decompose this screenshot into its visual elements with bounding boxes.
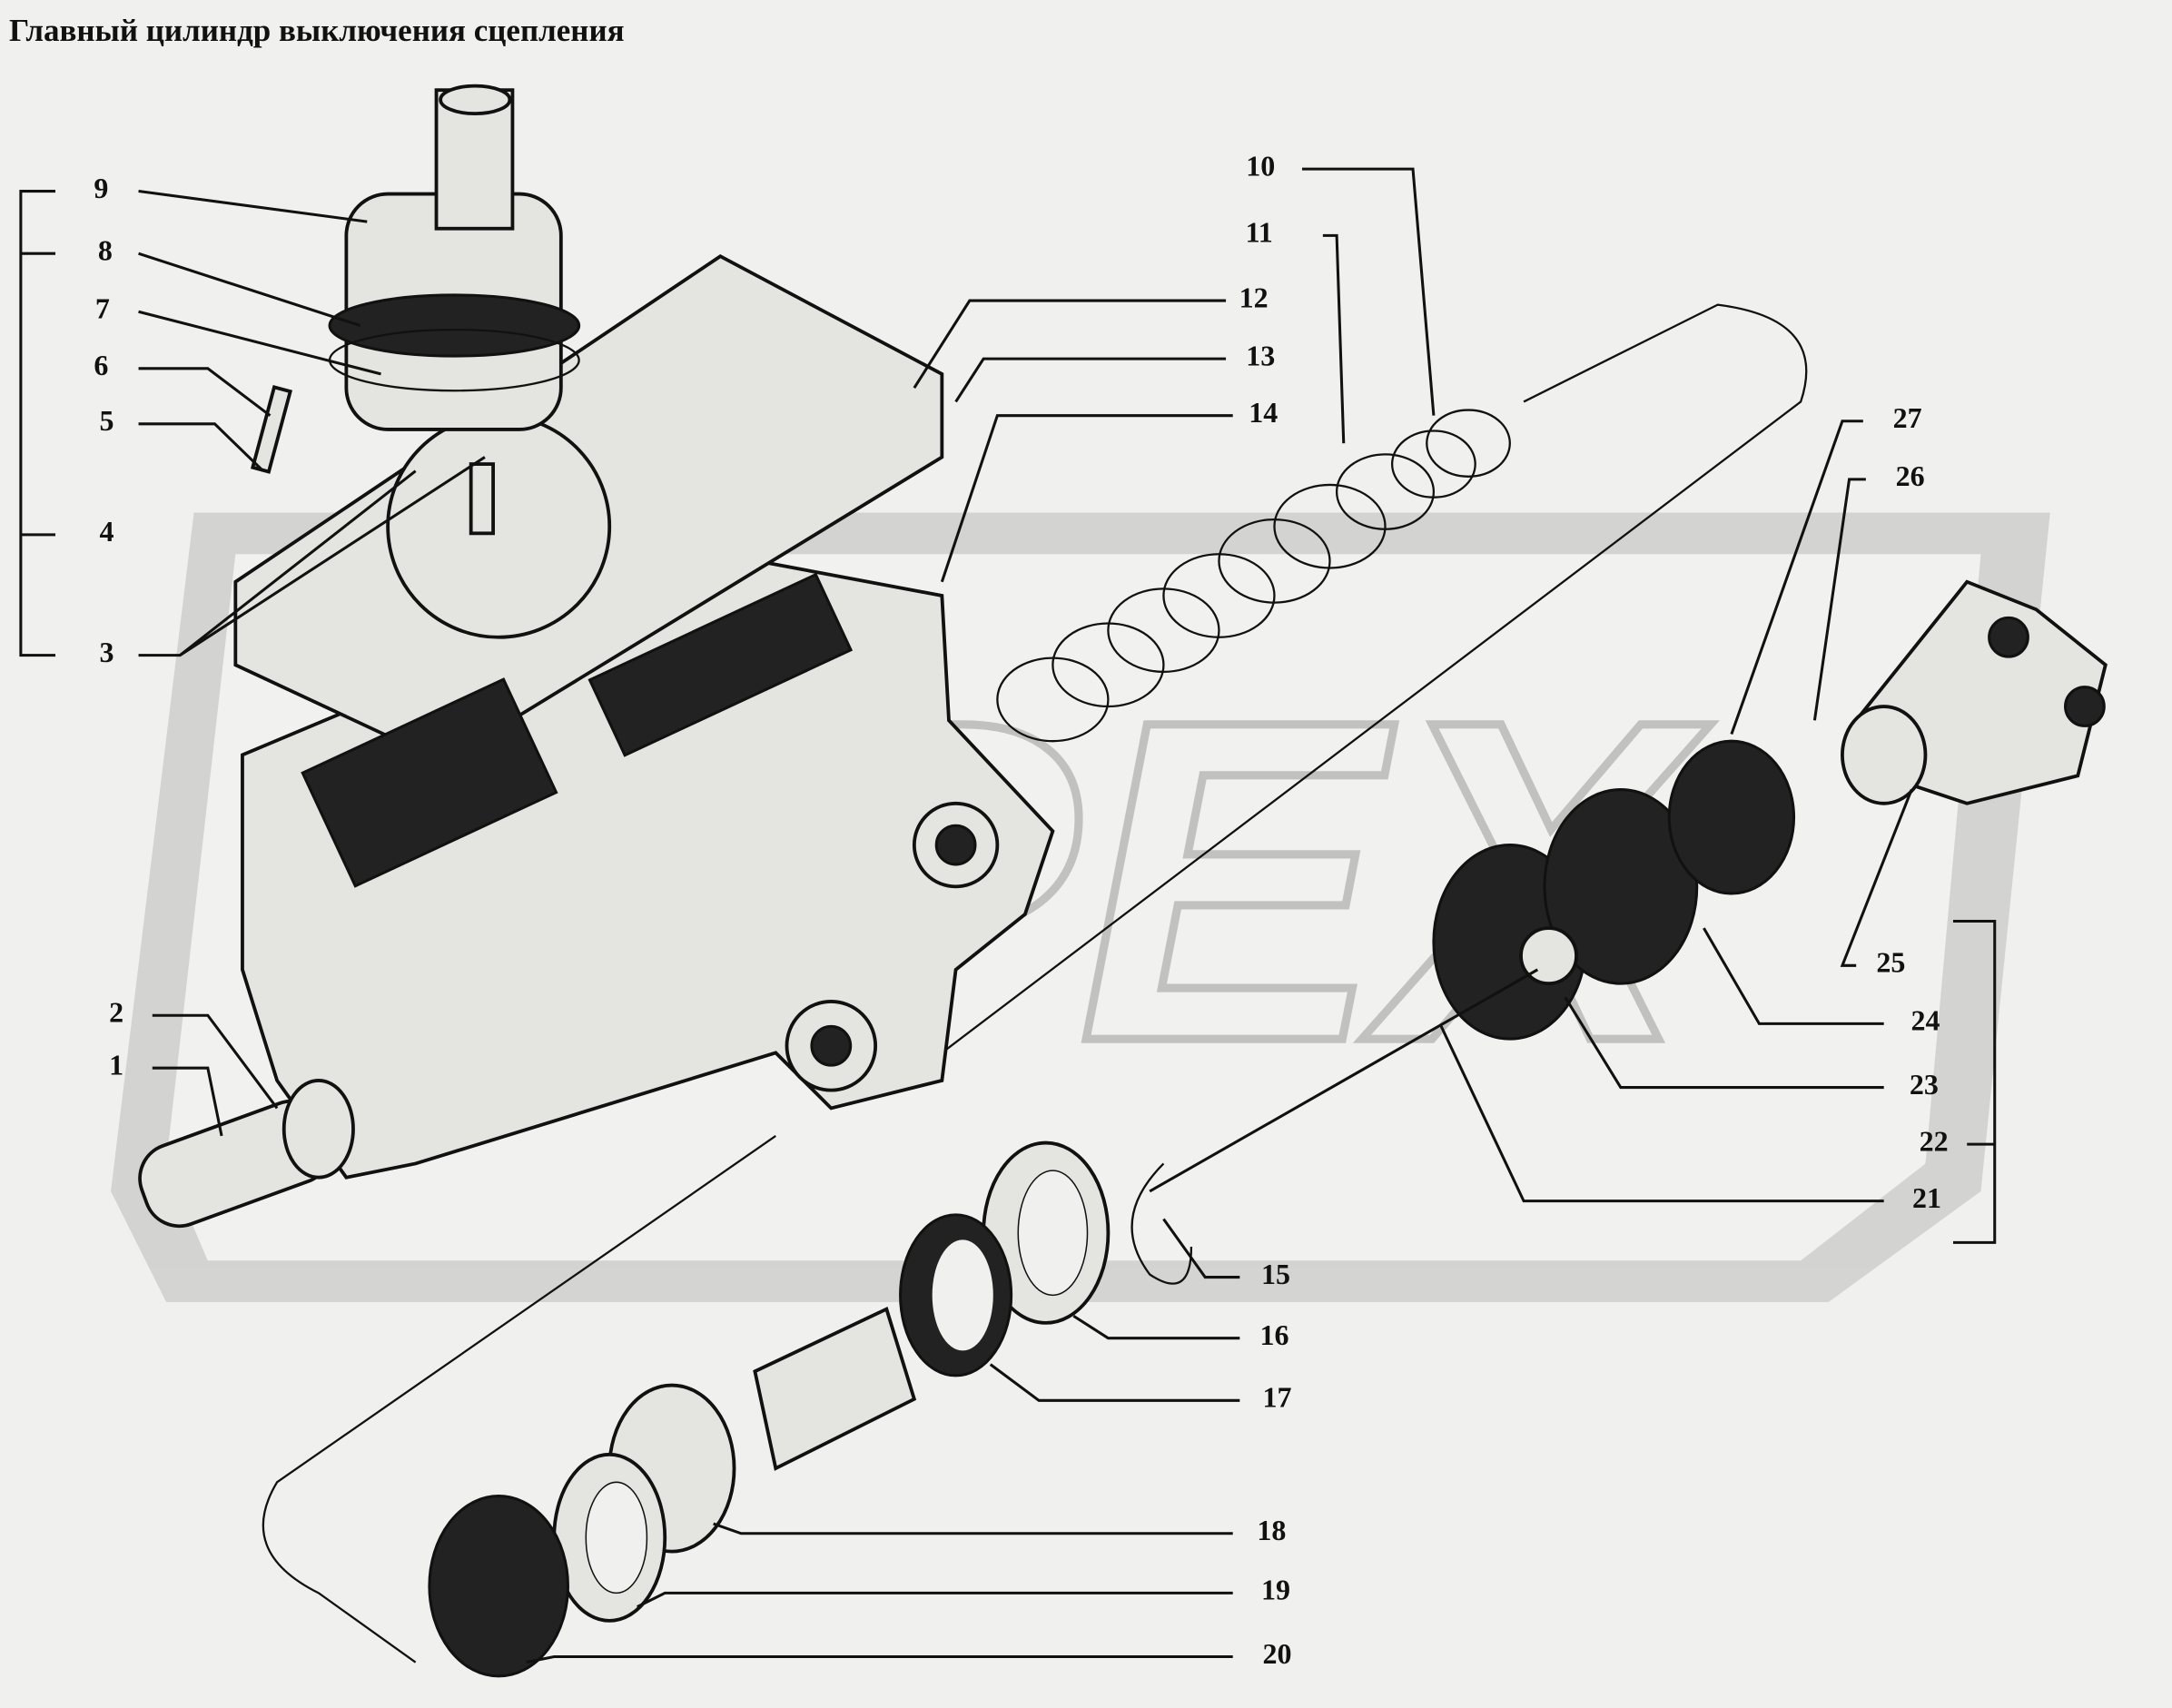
callout-20: 20 (1263, 1637, 1292, 1670)
callout-22: 22 (1920, 1124, 1949, 1157)
callout-12: 12 (1239, 281, 1269, 313)
callout-5: 5 (99, 404, 114, 437)
callout-17: 17 (1263, 1381, 1292, 1414)
callout-15: 15 (1261, 1258, 1290, 1290)
callout-16: 16 (1259, 1318, 1288, 1351)
callout-6: 6 (94, 349, 108, 381)
leader-lines (19, 167, 1997, 1664)
callout-18: 18 (1257, 1514, 1286, 1546)
outlet-fitting (138, 1079, 355, 1229)
callout-7: 7 (95, 292, 110, 325)
piston-assembly (428, 1140, 1193, 1678)
callout-10: 10 (1246, 149, 1275, 182)
bolt (250, 385, 293, 474)
callout-14: 14 (1249, 396, 1278, 429)
dust-boot-and-clevis (1149, 579, 2108, 1193)
callout-27: 27 (1893, 401, 1922, 434)
callout-8: 8 (98, 234, 113, 267)
callout-19: 19 (1261, 1574, 1290, 1606)
cylinder-outline (262, 303, 1808, 1664)
reservoir-cap (328, 84, 581, 431)
callout-24: 24 (1910, 1004, 1940, 1037)
callout-4: 4 (99, 515, 114, 548)
callout-13: 13 (1246, 339, 1275, 371)
callout-3: 3 (99, 636, 114, 668)
callout-21: 21 (1912, 1181, 1941, 1214)
callout-25: 25 (1876, 946, 1905, 979)
callout-2: 2 (109, 996, 123, 1029)
diagram-title: Главный цилиндр выключения сцепления (9, 13, 625, 48)
callout-1: 1 (109, 1049, 123, 1081)
callout-11: 11 (1246, 216, 1273, 249)
return-spring (996, 409, 1511, 743)
callout-26: 26 (1896, 459, 1925, 492)
callout-9: 9 (94, 172, 108, 204)
callout-23: 23 (1910, 1068, 1939, 1101)
